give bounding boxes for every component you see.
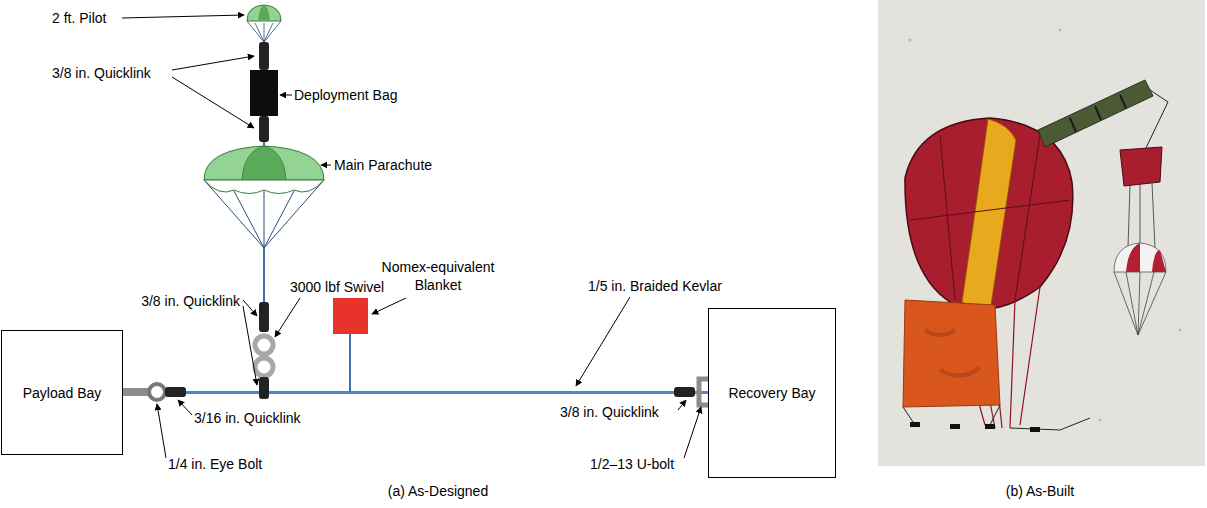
leader-line xyxy=(178,400,192,415)
payload-bay-box: Payload Bay xyxy=(1,330,123,455)
quicklink-symbol xyxy=(674,387,695,397)
photo-shock-cord xyxy=(903,405,1090,430)
photo-bag-straps xyxy=(1070,95,1126,132)
photo-floor xyxy=(878,0,1205,466)
blanket xyxy=(333,298,368,392)
photo-drogue xyxy=(1114,243,1166,272)
leader-line xyxy=(321,165,331,166)
swivel-stack xyxy=(255,302,273,399)
box-label: Recovery Bay xyxy=(728,384,815,402)
quicklink-symbol xyxy=(259,302,269,332)
leader-line xyxy=(684,407,701,458)
blanket-tether xyxy=(349,334,351,392)
leader-lines xyxy=(122,15,701,458)
shroud-lines xyxy=(204,180,324,248)
leader-line xyxy=(243,306,257,385)
swivel-ring xyxy=(255,336,273,354)
deployment-bag-symbol xyxy=(250,70,278,116)
photo-pilot-chute xyxy=(1120,147,1162,186)
part-label: 1/5 in. Braided Kevlar xyxy=(588,277,722,295)
swivel-ring xyxy=(255,358,273,376)
subfigure-caption: (b) As-Built xyxy=(940,482,1140,500)
pilot-gore xyxy=(258,5,270,21)
part-label: 1/4 in. Eye Bolt xyxy=(168,455,262,473)
blanket-symbol xyxy=(333,298,368,334)
eye-bolt-hardware xyxy=(123,384,186,400)
leader-line xyxy=(243,300,257,316)
leader-line xyxy=(280,95,292,96)
photo-drogue-lines xyxy=(1114,272,1166,335)
leader-line xyxy=(157,404,166,458)
pilot-chute xyxy=(247,5,281,42)
eye-bolt-shank xyxy=(123,388,149,396)
quicklink-symbol xyxy=(165,387,186,397)
part-label: Nomex-equivalent Blanket xyxy=(374,258,502,294)
part-label: 3/8 in. Quicklink xyxy=(100,292,240,310)
photo-quicklink xyxy=(1030,427,1040,432)
quicklink-symbol xyxy=(259,116,269,142)
part-label: Main Parachute xyxy=(334,156,432,174)
recovery-bay-box: Recovery Bay xyxy=(708,308,836,478)
eye-bolt-ring xyxy=(149,384,165,400)
main-canopy xyxy=(204,146,324,180)
part-label: 3/8 in. Quicklink xyxy=(52,64,151,82)
photo-canopy-seams xyxy=(910,135,1070,300)
part-label: Deployment Bag xyxy=(294,86,398,104)
part-label: 3000 lbf Swivel xyxy=(290,278,384,296)
photo-blanket-mottle xyxy=(925,330,980,376)
riser-line xyxy=(263,248,265,304)
pilot-lines xyxy=(247,21,281,42)
as-built-photo xyxy=(878,0,1205,466)
leader-line xyxy=(576,297,630,386)
photo-canopy-gore xyxy=(962,119,1016,312)
photo-blanket xyxy=(903,300,1000,407)
leader-line xyxy=(122,15,244,18)
main-gore xyxy=(242,146,286,180)
part-label: 1/2–13 U-bolt xyxy=(590,455,674,473)
quicklink-symbol xyxy=(259,42,269,70)
leader-line xyxy=(172,56,254,70)
photo-quicklink xyxy=(985,424,995,429)
u-bolt-hardware xyxy=(674,379,709,405)
floor-speckle xyxy=(1059,29,1062,32)
photo-pilot-lines xyxy=(1128,183,1155,248)
part-label: 3/16 in. Quicklink xyxy=(194,409,301,427)
part-label: 3/8 in. Quicklink xyxy=(560,403,659,421)
pilot-canopy xyxy=(247,5,281,21)
photo-quicklink xyxy=(910,422,920,427)
floor-speckle xyxy=(909,39,912,42)
leader-line xyxy=(172,77,254,128)
kevlar-shock-cord xyxy=(123,391,708,394)
photo-quicklink xyxy=(950,424,960,429)
floor-speckle xyxy=(1099,419,1102,422)
box-label: Payload Bay xyxy=(23,384,102,402)
subfigure-caption: (a) As-Designed xyxy=(338,482,538,500)
leader-line xyxy=(275,298,300,337)
leader-line xyxy=(372,298,406,314)
photo-deployment-bag xyxy=(1038,80,1153,147)
deployment-stack xyxy=(250,42,278,147)
quicklink-symbol xyxy=(259,377,269,399)
photo-bag-bridle xyxy=(1145,90,1168,150)
part-label: 2 ft. Pilot xyxy=(52,9,106,27)
photo-drogue-gores xyxy=(1126,243,1166,272)
leader-line xyxy=(678,400,686,410)
floor-speckle xyxy=(1179,329,1182,332)
